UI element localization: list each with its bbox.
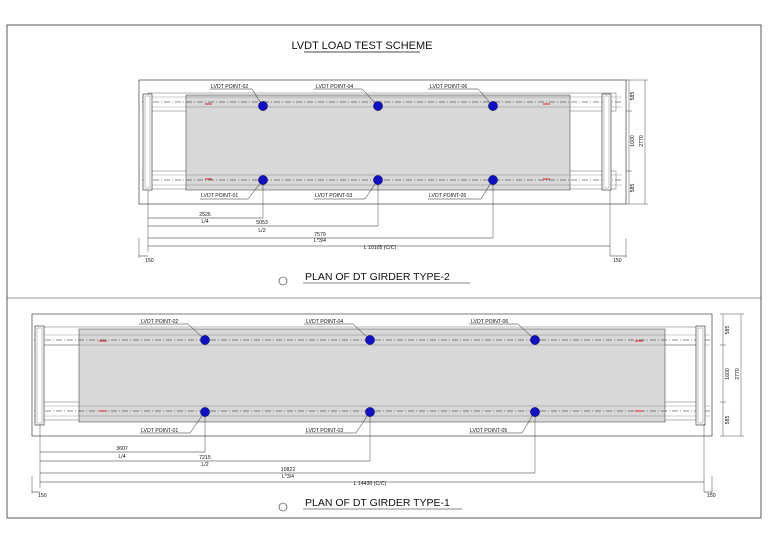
lvdt-point-01 [200,407,210,417]
girder-1-outline [31,313,713,437]
girder-1-end-support-left [34,325,45,426]
dim-half-value: 7215 [199,455,211,461]
lvdt-label-04: LVDT POINT-04 [306,319,343,325]
girder-1-deck [78,328,666,423]
section-marker [278,502,288,512]
lvdt-point-03 [373,175,383,185]
lvdt-label-04: LVDT POINT-04 [316,84,353,90]
sheet-border [6,24,762,519]
leader-line [314,88,378,106]
sheet-title: LVDT LOAD TEST SCHEME [291,40,432,52]
girder-2-deck [185,94,571,191]
lvdt-point-05 [530,407,540,417]
girder-2-title: PLAN OF DT GIRDER TYPE-2 [305,271,450,283]
dim-end-left: 150 [38,493,47,499]
lvdt-point-02 [200,335,210,345]
lvdt-label-03: LVDT POINT-03 [315,193,352,199]
dim-web-gap: 1600 [630,135,636,147]
dim-overall-width: 2770 [735,368,741,380]
lvdt-point-04 [373,101,383,111]
dim-overall-width: 2770 [639,135,645,147]
girder-2-end-support-left [142,93,153,191]
leader-line [210,88,263,106]
dim-quarter-label: L/4 [201,219,208,225]
dim-half-value: 5053 [256,220,268,226]
section-marker [278,276,288,286]
dim-end-right: 150 [707,493,716,499]
dim-three-quarter-label: L*3/4 [314,238,326,244]
lvdt-label-02: LVDT POINT-02 [141,319,178,325]
lvdt-point-05 [488,175,498,185]
leader-line [139,323,205,340]
leader-line [200,180,263,200]
dim-end-right: 150 [613,258,622,264]
leader-line [428,180,493,200]
girder-type-2-plan: LVDT POINT-02 LVDT POINT-04 LVDT POINT-0… [138,79,648,286]
girder-1-title: PLAN OF DT GIRDER TYPE-1 [305,497,450,509]
dim-half-label: L/2 [201,462,208,468]
leader-line [140,412,205,434]
dim-quarter-label: L/4 [118,454,125,460]
leader-line [304,323,370,340]
lvdt-point-01 [258,175,268,185]
lvdt-point-06 [488,101,498,111]
leader-line [314,180,378,200]
lvdt-label-02: LVDT POINT-02 [211,84,248,90]
dim-span-value: L 14430 (C/C) [354,481,387,487]
lvdt-label-05: LVDT POINT-05 [429,193,466,199]
girder-2-end-support-right-inner [603,95,610,189]
dim-flange-bottom: 585 [630,184,636,193]
girder-1-end-support-right-inner [697,327,704,424]
girder-1-end-support-left-inner [36,327,43,424]
dim-span-value: L 10105 (C/C) [364,245,397,251]
dim-web-gap: 1600 [725,368,731,380]
lvdt-point-06 [530,335,540,345]
lvdt-label-01: LVDT POINT-01 [141,428,178,434]
dim-three-quarter-value: 10822 [281,467,296,473]
lvdt-label-06: LVDT POINT-06 [471,319,508,325]
girder-2-outline [138,79,627,205]
lvdt-label-03: LVDT POINT-03 [306,428,343,434]
leader-line [428,88,493,106]
leader-line [469,412,535,434]
leader-line [469,323,535,340]
lvdt-point-02 [258,101,268,111]
lvdt-label-05: LVDT POINT-05 [470,428,507,434]
girder-2-end-support-left-inner [144,95,151,189]
dim-flange-top: 585 [630,92,636,101]
dim-quarter-value: 2526 [199,212,211,218]
lvdt-point-03 [365,407,375,417]
dim-quarter-value: 3607 [116,446,128,452]
dim-three-quarter-label: L*3/4 [282,474,294,480]
girder-1-end-support-right [695,325,706,426]
lvdt-point-04 [365,335,375,345]
dim-end-left: 150 [145,258,154,264]
leader-line [305,412,370,434]
dim-flange-bottom: 585 [725,416,731,425]
lvdt-label-01: LVDT POINT-01 [201,193,238,199]
dim-half-label: L/2 [258,228,265,234]
girder-type-1-plan: LVDT POINT-02 LVDT POINT-04 LVDT POINT-0… [31,313,744,512]
dim-three-quarter-value: 7579 [314,232,326,238]
dim-flange-top: 585 [725,326,731,335]
girder-2-end-support-right [601,93,612,191]
lvdt-label-06: LVDT POINT-06 [430,84,467,90]
